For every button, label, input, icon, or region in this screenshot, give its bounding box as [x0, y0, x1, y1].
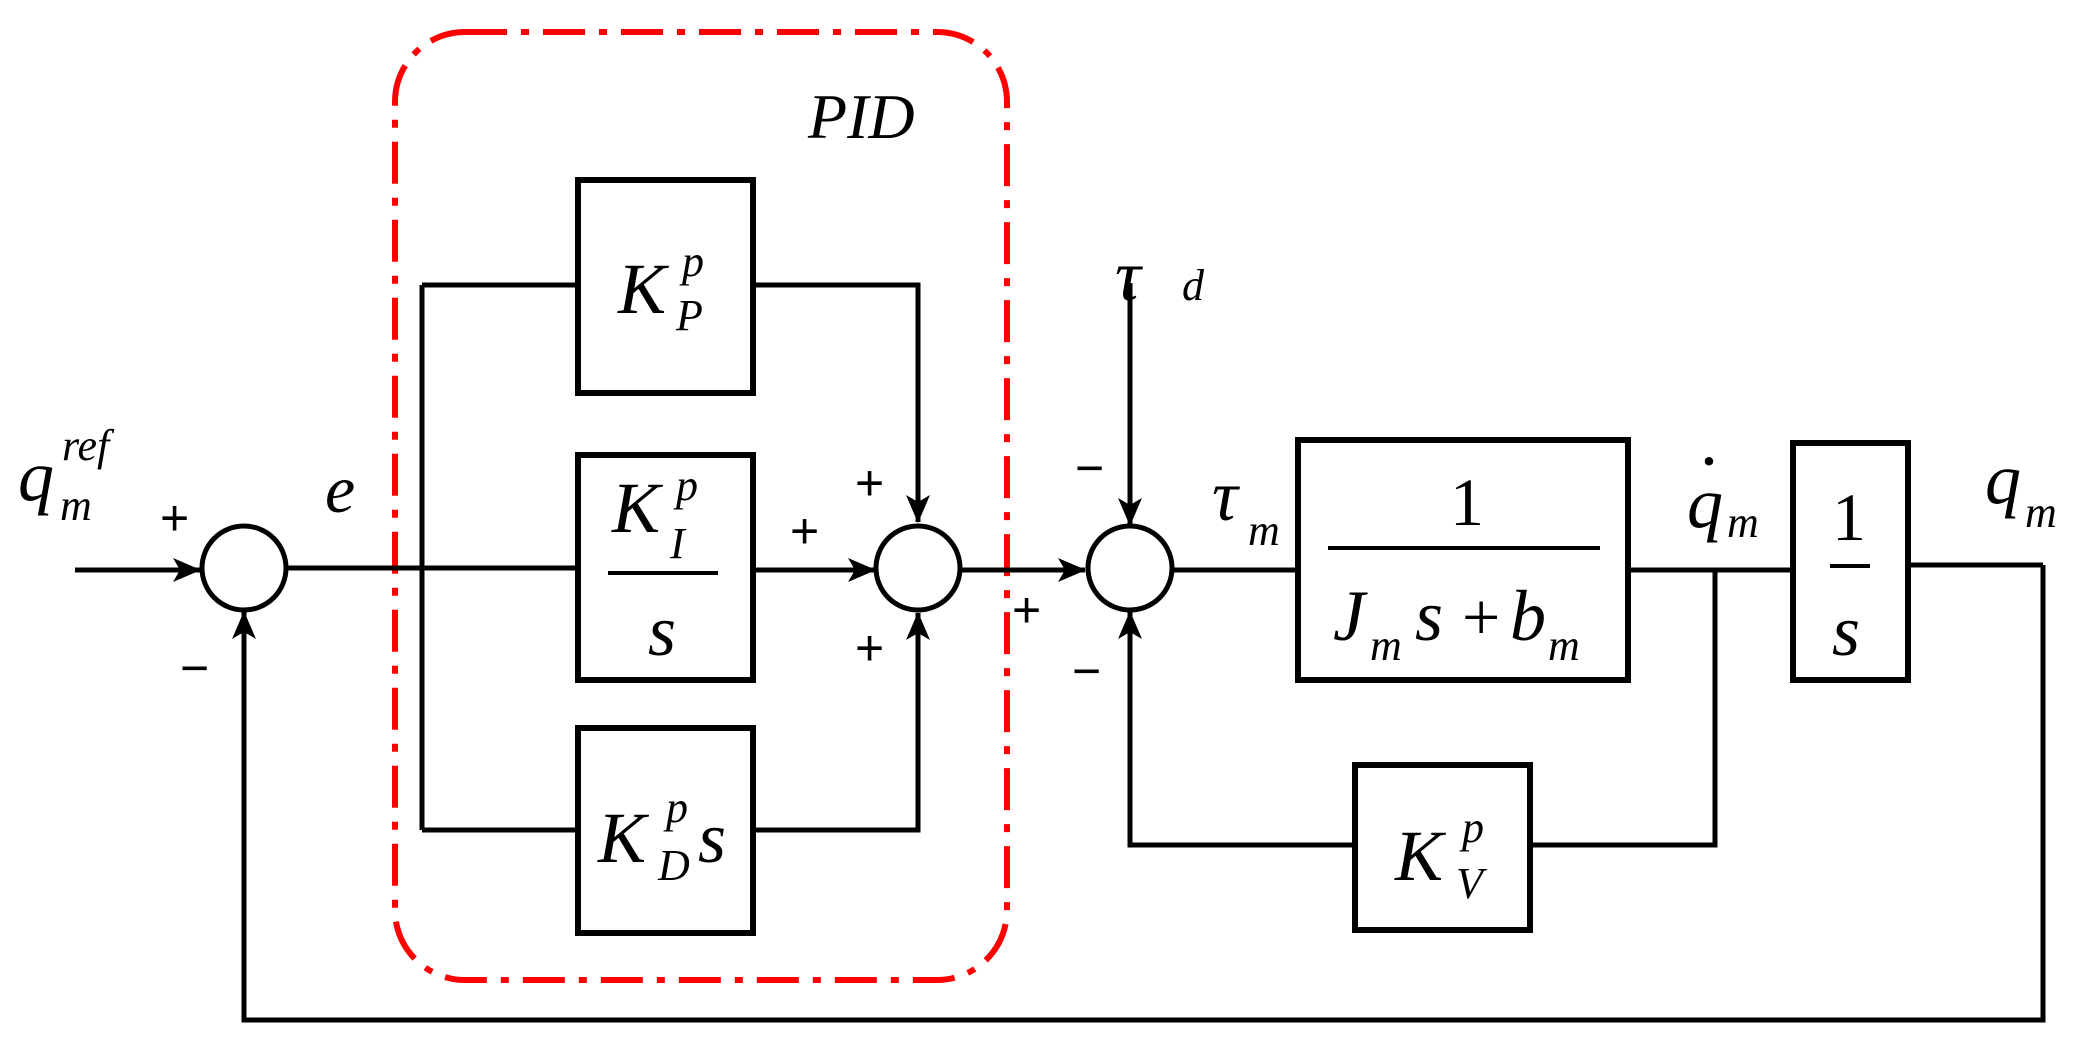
velocity-feedback-wire — [1530, 570, 1718, 848]
ki-integral-block — [575, 452, 756, 683]
svg-text:D: D — [657, 841, 690, 890]
svg-text:1: 1 — [1450, 464, 1484, 540]
svg-text:K: K — [597, 798, 650, 878]
svg-text:s: s — [1415, 576, 1443, 656]
pid-summing-junction — [873, 523, 963, 613]
kp-gain-block — [575, 177, 756, 396]
torque-summing-junction — [1085, 523, 1175, 613]
motor-velocity-label: q · m — [1687, 421, 1759, 547]
svg-text:P: P — [675, 291, 703, 340]
motor-plant-block — [1295, 437, 1631, 683]
motor-plant-transfer-function: 1 J m s + b m — [1328, 464, 1600, 670]
svg-text:p: p — [663, 783, 688, 832]
svg-text:s: s — [648, 591, 676, 671]
svg-text:q: q — [1985, 439, 2021, 519]
svg-text:J: J — [1333, 576, 1368, 656]
integrator-block — [1790, 440, 1911, 683]
sum2-top-plus-sign: + — [855, 455, 884, 511]
svg-text:τ: τ — [1212, 456, 1240, 536]
svg-text:m: m — [2025, 488, 2057, 537]
svg-text:I: I — [669, 519, 687, 568]
error-summing-junction — [199, 523, 289, 613]
svg-text:·: · — [1697, 421, 1721, 501]
svg-text:+: + — [1462, 579, 1500, 655]
ki-integral-label: K p I s — [608, 461, 718, 671]
kp-gain-label: K p P — [617, 237, 704, 340]
svg-text:ref: ref — [62, 421, 115, 470]
svg-text:m: m — [1727, 498, 1759, 547]
kp-output-wire — [753, 282, 930, 523]
svg-text:K: K — [611, 468, 664, 548]
kv-output-wire — [1118, 611, 1355, 848]
svg-text:q: q — [18, 436, 54, 516]
sum3-left-plus-sign: + — [1012, 582, 1041, 638]
svg-text:m: m — [1370, 621, 1402, 670]
motor-position-label: q m — [1985, 439, 2057, 537]
integrator-transfer-function: 1 s — [1830, 479, 1870, 671]
svg-text:K: K — [617, 249, 670, 329]
error-signal-label: e — [325, 451, 355, 527]
position-feedback-wire — [232, 565, 2046, 1023]
sum1-minus-sign: − — [180, 640, 209, 696]
sum2-left-plus-sign: + — [790, 503, 819, 559]
svg-text:V: V — [1456, 859, 1488, 908]
pid-group-title: PID — [807, 81, 915, 152]
svg-text:d: d — [1182, 261, 1205, 310]
kd-derivative-label: K p D s — [597, 783, 726, 890]
svg-text:s: s — [1832, 591, 1860, 671]
svg-text:s: s — [698, 798, 726, 878]
svg-text:p: p — [679, 237, 704, 286]
svg-text:p: p — [673, 461, 698, 510]
kd-derivative-block — [575, 725, 756, 936]
sum2-bottom-plus-sign: + — [855, 620, 884, 676]
sum3-top-minus-sign: − — [1075, 440, 1104, 496]
svg-text:m: m — [60, 481, 92, 530]
svg-text:q: q — [1687, 463, 1723, 543]
svg-text:b: b — [1510, 576, 1546, 656]
motor-torque-label: τ m — [1212, 456, 1280, 555]
sum1-plus-sign: + — [160, 490, 189, 546]
svg-text:m: m — [1248, 506, 1280, 555]
reference-input-label: q ref m — [18, 421, 115, 530]
kv-velocity-gain-label: K p V — [1394, 803, 1488, 908]
svg-text:K: K — [1394, 816, 1447, 896]
pid-group-frame — [392, 29, 1010, 983]
kv-velocity-gain-block — [1352, 762, 1533, 933]
svg-text:1: 1 — [1832, 479, 1866, 555]
svg-text:m: m — [1548, 621, 1580, 670]
sum3-bottom-minus-sign: − — [1072, 643, 1101, 699]
svg-text:p: p — [1459, 803, 1484, 852]
disturbance-label: τ d — [1115, 236, 1205, 316]
kd-output-wire — [753, 612, 930, 833]
